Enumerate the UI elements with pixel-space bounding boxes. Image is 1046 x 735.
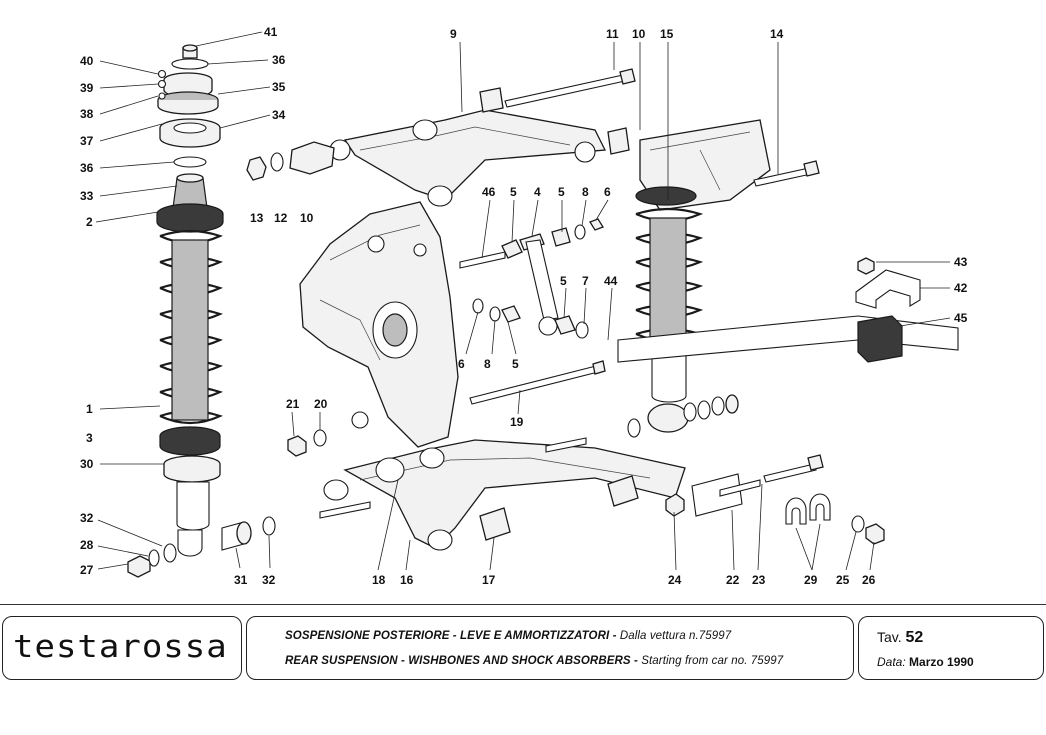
callout-33: 33 <box>80 189 94 203</box>
callout-30: 30 <box>80 457 94 471</box>
callout-16: 16 <box>400 573 414 587</box>
title-italian-main: SOSPENSIONE POSTERIORE - LEVE E AMMORTIZ… <box>285 630 617 642</box>
callout-28: 28 <box>80 538 94 552</box>
callout-22: 22 <box>726 573 740 587</box>
callout-46: 46 <box>482 185 496 199</box>
callout-15: 15 <box>660 27 674 41</box>
left-shock-absorber-assembly <box>127 44 276 578</box>
callout-6-b: 6 <box>458 357 465 371</box>
upper-wishbone <box>246 68 636 207</box>
callout-40: 40 <box>80 54 94 68</box>
callout-37: 37 <box>80 134 94 148</box>
table-number: 52 <box>905 629 924 646</box>
description-box: SOSPENSIONE POSTERIORE - LEVE E AMMORTIZ… <box>246 616 854 680</box>
callout-5-b: 5 <box>558 185 565 199</box>
callout-10-right: 10 <box>632 27 646 41</box>
callout-12: 12 <box>274 211 288 225</box>
title-english-tail: Starting from car no. 75997 <box>641 655 784 667</box>
callout-5-d: 5 <box>512 357 519 371</box>
callout-numbers: 41 36 40 39 35 38 34 37 36 33 2 13 12 10… <box>80 25 968 587</box>
callout-29: 29 <box>804 573 818 587</box>
anti-roll-bar <box>617 257 959 363</box>
callout-36-top: 36 <box>272 53 286 67</box>
callout-8-a: 8 <box>582 185 589 199</box>
callout-27: 27 <box>80 563 94 577</box>
callout-23: 23 <box>752 573 766 587</box>
callout-43: 43 <box>954 255 968 269</box>
callout-35: 35 <box>272 80 286 94</box>
callout-20: 20 <box>314 397 328 411</box>
callout-8-b: 8 <box>484 357 491 371</box>
callout-34: 34 <box>272 108 286 122</box>
title-english-main: REAR SUSPENSION - WISHBONES AND SHOCK AB… <box>285 655 638 667</box>
callout-9: 9 <box>450 27 457 41</box>
callout-4: 4 <box>534 185 541 199</box>
callout-7: 7 <box>582 274 589 288</box>
callout-19: 19 <box>510 415 524 429</box>
lower-wishbone <box>319 437 686 551</box>
callout-14: 14 <box>770 27 784 41</box>
callout-2: 2 <box>86 215 93 229</box>
callout-5-a: 5 <box>510 185 517 199</box>
callout-45: 45 <box>954 311 968 325</box>
callout-36-mid: 36 <box>80 161 94 175</box>
callout-39: 39 <box>80 81 94 95</box>
callout-21: 21 <box>286 397 300 411</box>
callout-11: 11 <box>606 27 619 41</box>
footer-rule <box>0 604 1046 605</box>
callout-32-left: 32 <box>80 511 94 525</box>
date-row: Data: Marzo 1990 <box>877 655 974 669</box>
brand-box: testarossa <box>2 616 242 680</box>
callout-26: 26 <box>862 573 876 587</box>
callout-25: 25 <box>836 573 850 587</box>
leader-lines <box>95 31 951 571</box>
callout-24: 24 <box>668 573 682 587</box>
callout-13: 13 <box>250 211 264 225</box>
callout-3: 3 <box>86 431 93 445</box>
exploded-parts-diagram: 41 36 40 39 35 38 34 37 36 33 2 13 12 10… <box>80 25 968 587</box>
callout-44: 44 <box>604 274 618 288</box>
hub-carrier <box>287 201 459 457</box>
callout-18: 18 <box>372 573 386 587</box>
title-italian: SOSPENSIONE POSTERIORE - LEVE E AMMORTIZ… <box>285 630 731 642</box>
right-shock-and-bracket <box>627 119 820 438</box>
callout-6-a: 6 <box>604 185 611 199</box>
toe-link <box>459 218 606 405</box>
title-english: REAR SUSPENSION - WISHBONES AND SHOCK AB… <box>285 655 783 667</box>
callout-1: 1 <box>86 402 93 416</box>
brand-logo: testarossa <box>13 628 228 666</box>
callout-17: 17 <box>482 573 496 587</box>
date-value: Marzo 1990 <box>909 655 974 669</box>
callout-38: 38 <box>80 107 94 121</box>
callout-42: 42 <box>954 281 968 295</box>
lower-bracket-hardware <box>665 454 885 545</box>
callout-10-left: 10 <box>300 211 314 225</box>
table-label: Tav. <box>877 629 902 645</box>
table-number-row: Tav. 52 <box>877 629 923 647</box>
table-info-box: Tav. 52 Data: Marzo 1990 <box>858 616 1044 680</box>
callout-5-c: 5 <box>560 274 567 288</box>
callout-32-right: 32 <box>262 573 276 587</box>
date-label: Data: <box>877 655 906 669</box>
callout-41: 41 <box>264 25 278 39</box>
callout-31: 31 <box>234 573 248 587</box>
title-italian-tail: Dalla vettura n.75997 <box>619 630 732 642</box>
